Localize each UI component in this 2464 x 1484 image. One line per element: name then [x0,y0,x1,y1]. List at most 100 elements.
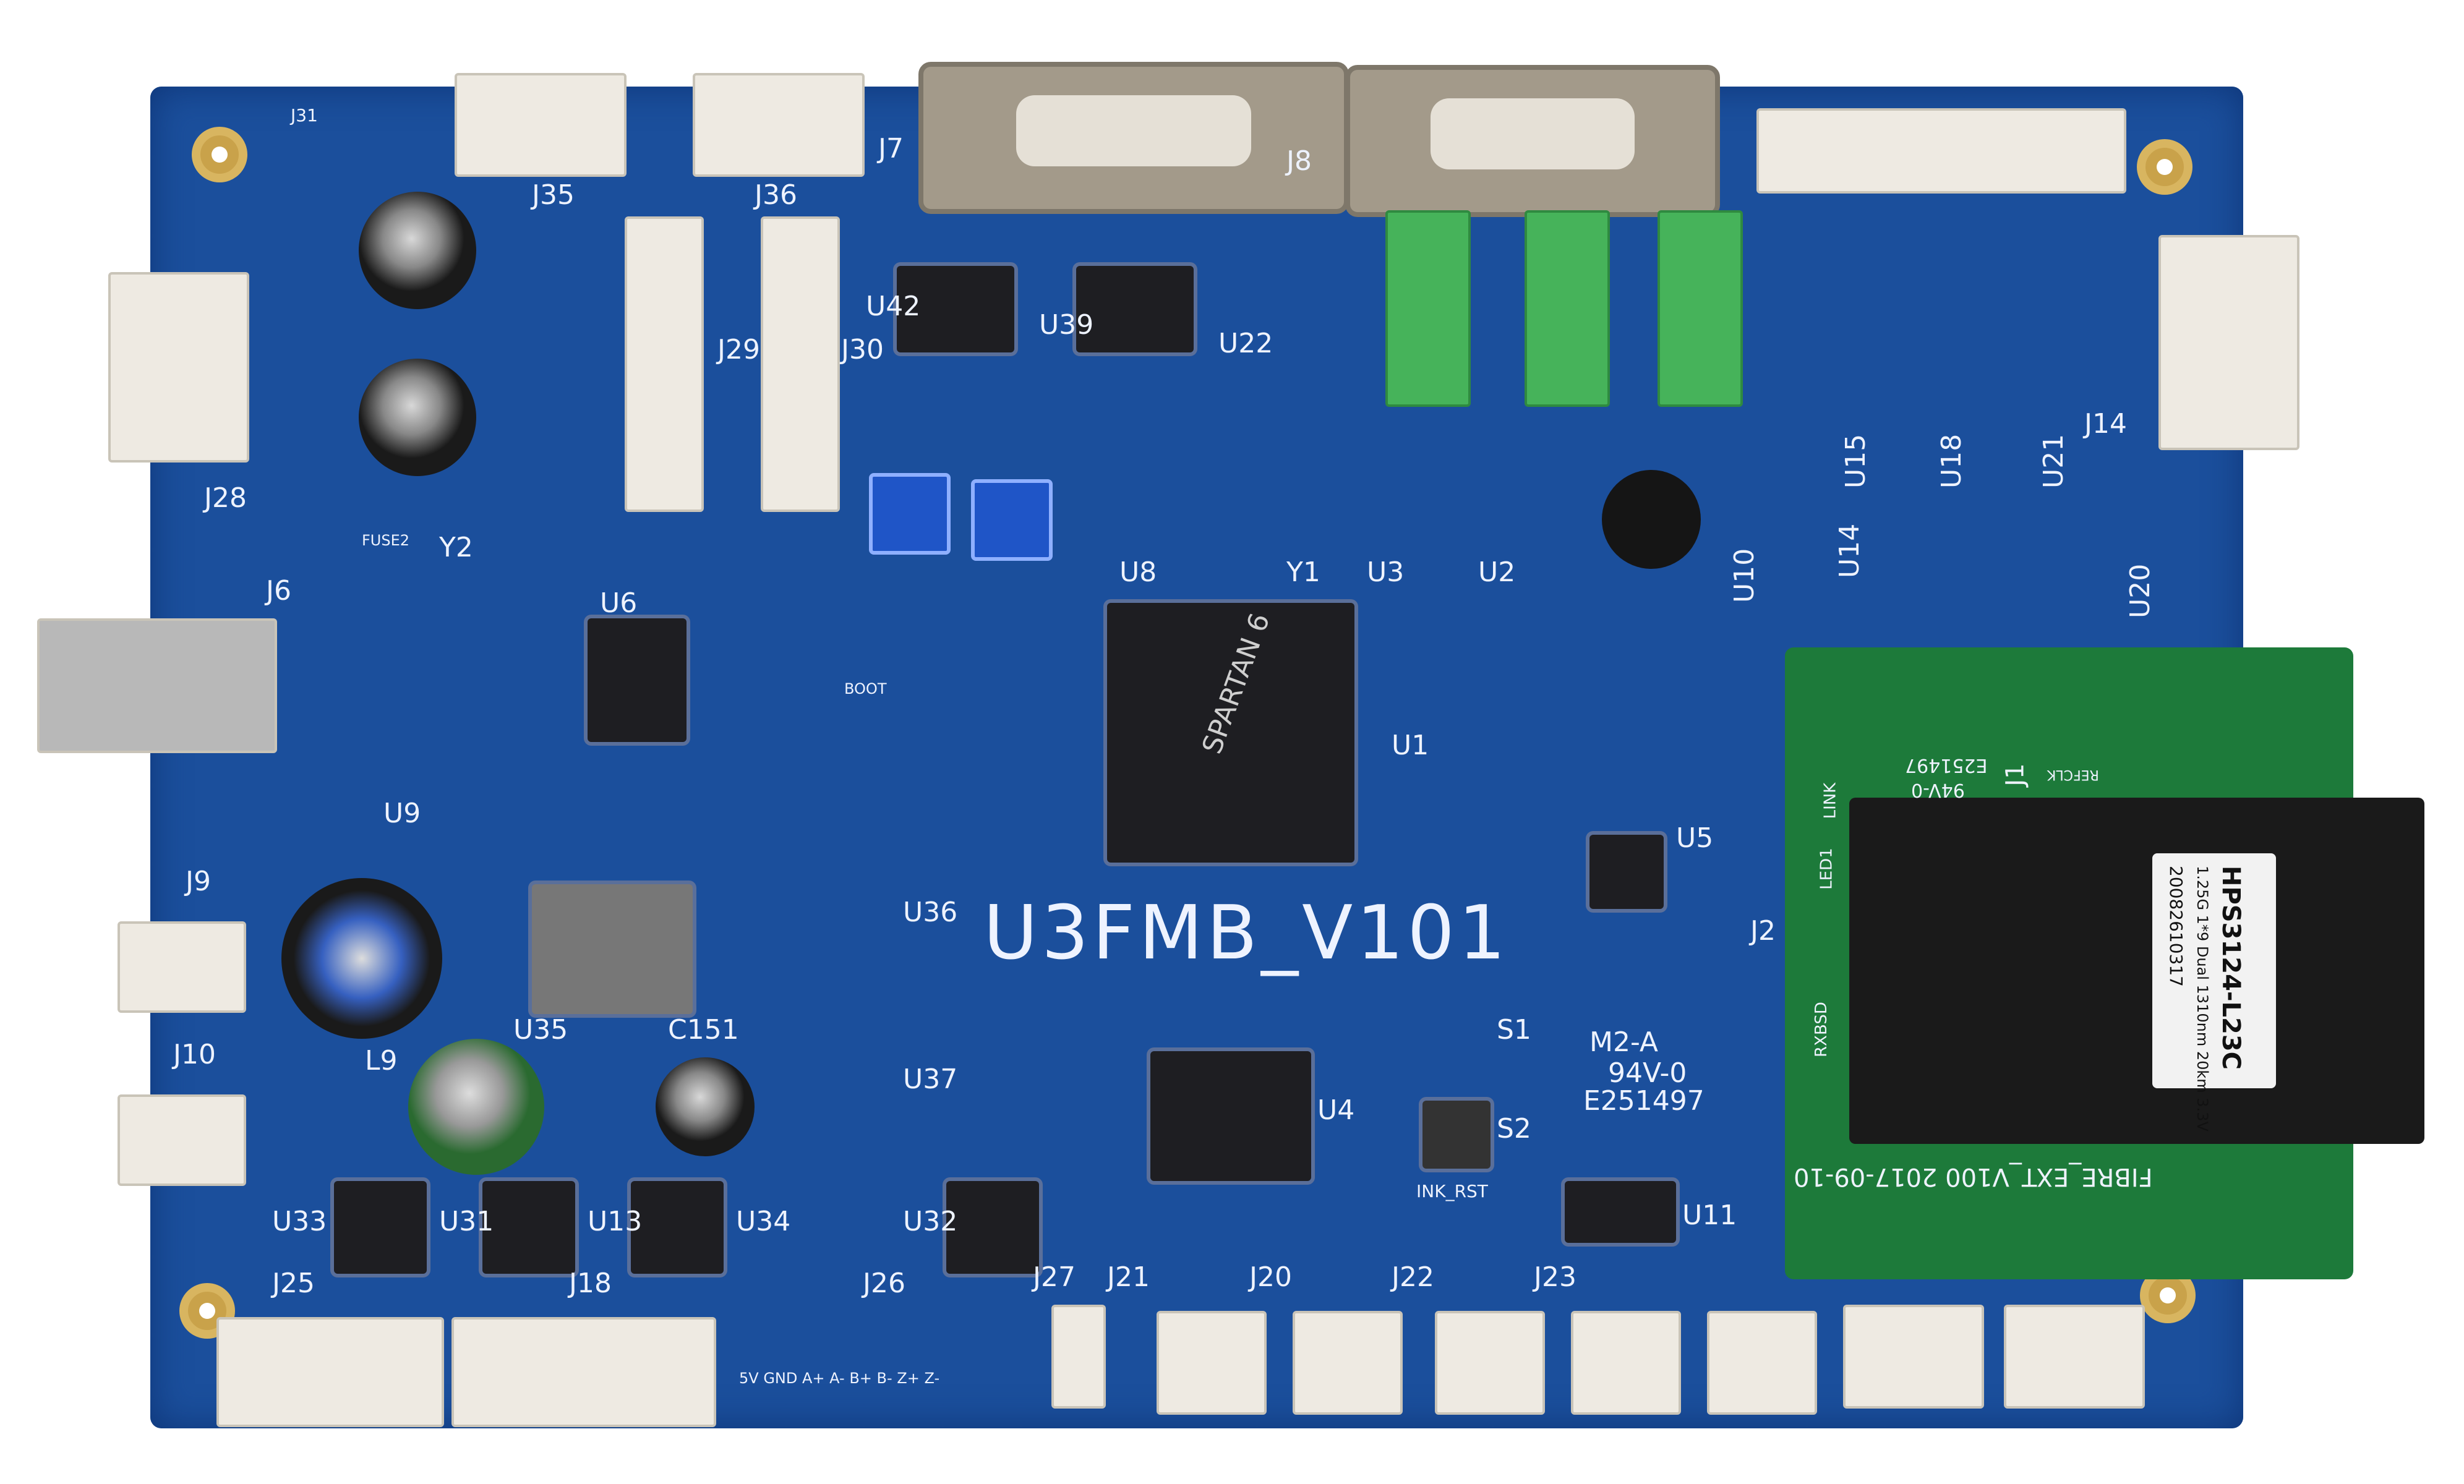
j26-pin-labels: 5V GND A+ A- B+ B- Z+ Z- [739,1370,940,1387]
label-u35: U35 [513,1014,568,1046]
label-j7: J7 [878,133,904,164]
cert-ul: M2-A [1589,1026,1658,1058]
label-j27: J27 [1033,1261,1076,1293]
label-u15: U15 [1840,433,1872,488]
label-u37: U37 [903,1064,958,1095]
electrolytic-capacitor [359,192,476,309]
connector-bottom [2004,1305,2145,1409]
reset-switch-s2[interactable] [1422,1101,1491,1169]
label-fuse2: FUSE2 [362,532,410,549]
label-j30: J30 [841,334,884,365]
connector-j20 [1293,1311,1403,1415]
dsub-connector-j8 [1345,65,1720,217]
connector-bottom [1843,1305,1984,1409]
label-j22: J22 [1392,1261,1434,1293]
label-j35: J35 [532,179,575,211]
terminal-block [1385,210,1471,407]
label-u33: U33 [272,1206,327,1237]
label-c151: C151 [668,1014,739,1046]
connector-j29 [625,216,704,512]
label-j21: J21 [1107,1261,1150,1293]
module-serial: 20082610317 [2166,866,2186,987]
label-j23: J23 [1534,1261,1576,1293]
connector-j21 [1157,1311,1267,1415]
label-u32: U32 [903,1206,958,1237]
label-u39: U39 [1039,309,1094,341]
connector-j18 [451,1317,716,1427]
label-u14: U14 [1834,523,1865,578]
label-j25: J25 [272,1268,315,1299]
label-u2: U2 [1478,556,1516,588]
connector-j23 [1571,1311,1681,1415]
label-u4: U4 [1317,1094,1355,1126]
connector-top-right [1756,108,2126,194]
label-j20: J20 [1249,1261,1292,1293]
fibre-label-rxbsd: RXBSD [1812,1002,1831,1057]
cert-file: E251497 [1583,1085,1705,1117]
cert-rating: 94V-0 [1608,1057,1687,1089]
label-u10: U10 [1729,548,1760,603]
label-u8: U8 [1119,556,1157,588]
dsub-connector-j7 [918,62,1349,214]
label-j9: J9 [186,866,211,897]
label-j14: J14 [2084,408,2127,440]
module-spec: 1.25G 1*9 Dual 1310nm 20km 3.3V [2194,866,2211,1132]
label-u5: U5 [1676,822,1714,854]
usb-connector-j6 [37,618,277,753]
fibre-label-led1: LED1 [1817,848,1836,890]
fibre-transceiver-module [1849,798,2424,1144]
electrolytic-capacitor [656,1057,755,1156]
electrolytic-capacitor [408,1039,544,1175]
label-s1: S1 [1497,1014,1531,1046]
connector-j22 [1435,1311,1545,1415]
chip-u32 [946,1181,1039,1274]
label-j31: J31 [291,105,318,126]
electrolytic-capacitor [359,359,476,476]
board-title: U3FMB_V101 [983,890,1510,976]
label-u3: U3 [1367,556,1405,588]
regulator-u35 [532,884,693,1014]
label-j29: J29 [717,334,760,365]
label-j36: J36 [755,179,797,211]
label-u18: U18 [1936,433,1967,488]
connector-j24 [1707,1311,1817,1415]
label-s2: S2 [1497,1113,1531,1145]
label-y2: Y2 [439,532,473,563]
connector-j14 [2158,235,2299,450]
label-u36: U36 [903,897,958,928]
potentiometer-r201[interactable] [869,473,951,555]
label-j26: J26 [863,1268,905,1299]
label-j18: J18 [569,1268,612,1299]
connector-j9 [118,921,246,1013]
connector-j10 [118,1094,246,1186]
fibre-cert: E251497 [1905,754,1988,776]
label-u13: U13 [588,1206,643,1237]
chip-u4 [1150,1051,1311,1181]
inductor-l9 [281,878,442,1039]
connector-j35 [455,73,627,177]
mounting-hole [2137,139,2192,195]
label-u20: U20 [2124,563,2156,618]
label-j28: J28 [204,482,247,514]
chip-u6 [588,618,687,742]
buzzer [1602,470,1701,569]
chip-u11 [1565,1181,1676,1243]
chip-u39 [1076,266,1194,352]
label-u34: U34 [736,1206,791,1237]
mounting-hole [192,127,247,182]
module-part-number: HPS3124-L23C [2217,866,2245,1070]
label-u6: U6 [600,587,638,619]
chip-u31 [482,1181,575,1274]
chip-u33 [334,1181,427,1274]
label-u9: U9 [383,798,421,829]
connector-j27 [1051,1305,1106,1409]
terminal-block [1525,210,1610,407]
label-u42: U42 [866,291,921,322]
potentiometer-r192[interactable] [971,479,1053,561]
label-j6: J6 [266,575,291,607]
label-u31: U31 [439,1206,494,1237]
fibre-label-refclk: REFCLK [2047,767,2099,782]
fpga-chip-u1 [1107,603,1354,863]
label-u11: U11 [1682,1200,1737,1231]
fibre-rating: 94V-0 [1911,779,1965,801]
